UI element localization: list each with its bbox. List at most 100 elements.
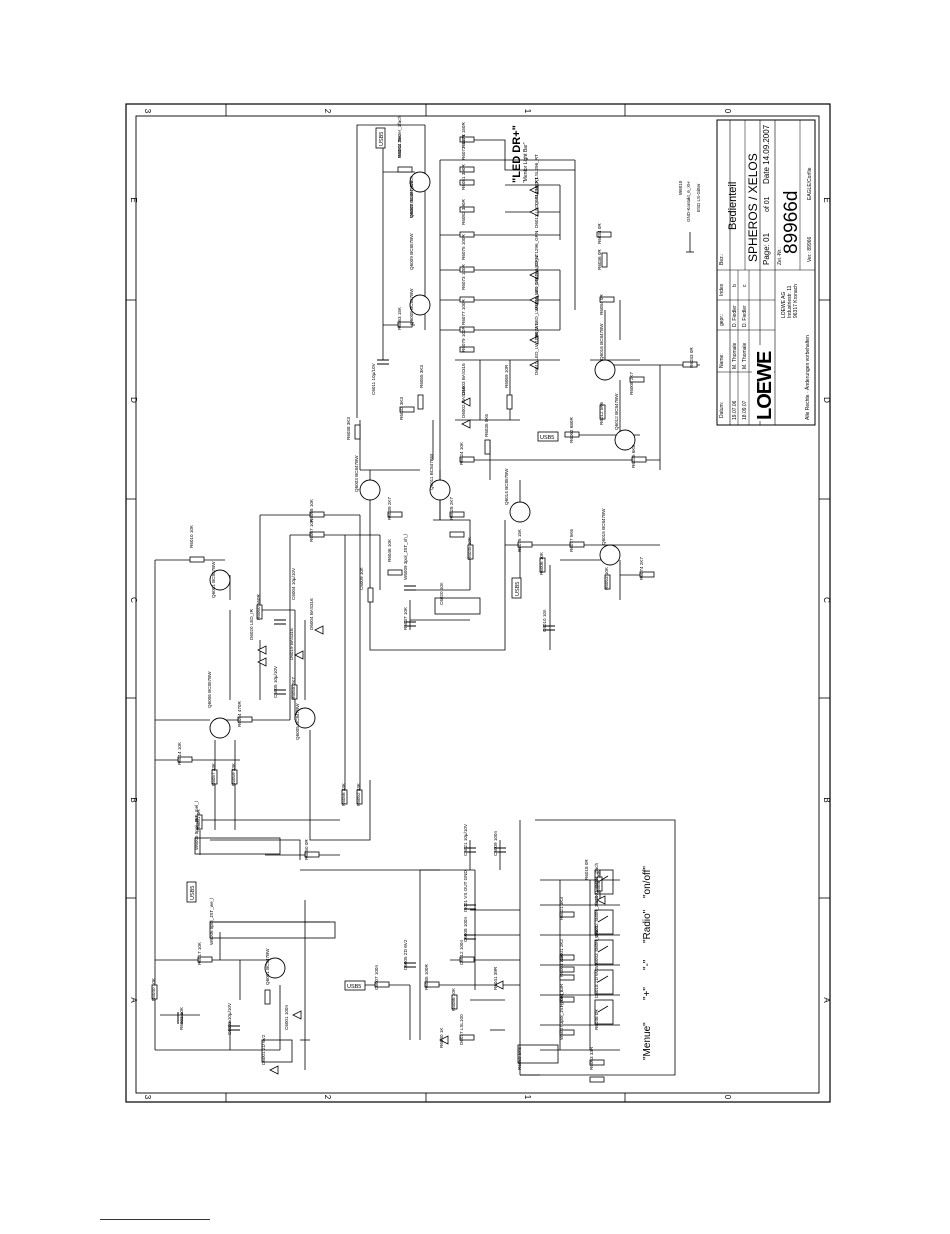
usb5-flag-3 <box>511 577 522 599</box>
frame-labels: 3 2 1 0 3 2 1 0 A B C D E A B C D E <box>129 109 831 1100</box>
component-label-q6007: Q6007 BC857BW <box>409 181 414 218</box>
component-label-r6021: R6021 3K3 <box>559 897 564 920</box>
component-label-q6001: Q6001 BC857BW <box>211 561 216 598</box>
component-label-r6028: R6028 2K7 <box>449 497 454 520</box>
component-label-c6001: C6001 100n <box>284 1005 289 1030</box>
push-buttons <box>594 869 614 1025</box>
col-label-top-0: 0 <box>723 109 732 114</box>
key-label-radio: "Radio" <box>642 909 653 943</box>
component-label-r6047: R6047 10K <box>596 869 601 893</box>
component-label-d6002: D6002 BAS316 <box>461 386 466 418</box>
component-label-r6035: R6035 8K6 <box>484 414 489 437</box>
component-label-r6056: R6056 33K <box>341 782 346 806</box>
component-label-r6039: R6039 2K7 <box>387 497 392 520</box>
usb5-flag-2-label: USB5 <box>540 435 554 441</box>
component-label-r6030: R6030 1K <box>439 1027 444 1048</box>
page-label: Page: 01 <box>762 232 771 265</box>
bez-label: Bez.: <box>719 254 725 265</box>
component-label-q6006: Q6006 BC857BW <box>207 671 212 708</box>
version-label: Ver.: 89966 <box>807 236 813 262</box>
component-label-r6048: R6048 0R <box>594 1009 599 1030</box>
component-label-r6054: R6054 470R <box>237 701 242 727</box>
software-label: EAGLE/Corflie <box>807 167 813 200</box>
component-label-r6050: R6050 0R <box>304 839 309 860</box>
diodes <box>257 185 606 1075</box>
component-label-r6077: R6077 5K6 <box>569 529 574 552</box>
component-label-c6005: C6005 10µ/10V <box>273 665 278 698</box>
key-label-plus: "+" <box>642 987 653 1000</box>
component-label-r6077: R6077 100R <box>461 299 466 325</box>
component-label-r6012: R6012 5K6 <box>599 402 604 425</box>
row-label-right-C: C <box>822 597 831 603</box>
component-label-r6037: R6037 10K <box>403 606 408 630</box>
of-label: of 01 <box>764 196 771 212</box>
row-label-right-E: E <box>822 197 831 202</box>
component-label-r6081: R6081 390R <box>461 164 466 190</box>
index-b: b <box>732 284 738 287</box>
component-label-r6071: R6071 150R <box>461 122 466 148</box>
loewe-logo: LOEWE <box>754 351 776 420</box>
component-label-w6003: W6003 Taster_1fach <box>594 926 599 968</box>
col-label-bottom-3: 3 <box>143 1095 152 1100</box>
component-label-q6012: Q6012 BC847BW <box>614 393 619 430</box>
col-label-top-3: 3 <box>143 109 152 114</box>
date-2: 18.09.07 <box>742 400 748 420</box>
component-label-d6017: D6017 LSL100 <box>459 1014 464 1045</box>
title-block: Bez.: Bedienteil SPHEROS / XELOS Page: 0… <box>716 119 816 426</box>
component-label-c6008: C6008 100n <box>463 917 468 942</box>
component-label-r6003: R6003 33K <box>559 953 564 977</box>
component-label-r6085: R6085 100R <box>424 964 429 990</box>
rights-note: Alle Rechte · Änderungen vorbehalten <box>804 335 811 420</box>
key-label-menue: "Menue" <box>642 1022 653 1060</box>
product-name: SPHEROS / XELOS <box>746 153 760 262</box>
component-label-r6057: R6057 33K <box>211 762 216 786</box>
title-block-border <box>716 119 816 426</box>
component-label-r6073: R6073 100R <box>461 264 466 290</box>
component-label-r6024: R6024 10K <box>459 441 464 465</box>
component-label-r6058: R6058 2K7 <box>291 677 296 700</box>
drawing-number: 89966d <box>781 191 802 254</box>
index-c: c <box>742 284 748 287</box>
component-label-r6001: R6001 2K2 <box>559 939 564 962</box>
component-label-r6006: R6006 10K <box>539 551 544 575</box>
key-label-minus: "-" <box>642 959 653 970</box>
usb5-flag-4 <box>186 881 197 903</box>
component-label-r6086: R6086 10K <box>451 987 456 1011</box>
gepr-label: gepr.: <box>719 313 725 326</box>
index-label: Index <box>719 283 725 296</box>
component-label-c6003: C6003 10µ/10V <box>227 1002 232 1035</box>
col-label-top-1: 1 <box>523 109 532 114</box>
date-label: Date 14.09.2007 <box>762 124 771 184</box>
component-label-d6011: D6011 LED_LW1296_WS <box>534 322 539 375</box>
usb5-flag-4-label: USB5 <box>190 886 196 900</box>
component-label-r6055: R6055 3K3 <box>419 365 424 388</box>
component-label-w6007: W6007 3pol_JST_mel_l <box>559 991 564 1040</box>
component-label-d6019: D6019 BAS316 <box>289 628 294 660</box>
component-label-q6014: Q6014 BC857BW <box>504 468 509 505</box>
name-label: Name: <box>719 353 725 368</box>
component-label-d6014: D6014 LED_LSL296_RT <box>534 154 539 205</box>
key-label-onoff: "on/off" <box>642 866 653 898</box>
component-label-c6011: C6011 10µ/10V <box>371 362 376 395</box>
inner-frame <box>135 115 820 1094</box>
esd-label-1: GND-Kontakt_6_XH <box>686 181 691 222</box>
component-label-r6053: R6053 10K <box>604 566 609 590</box>
transistors <box>209 171 636 979</box>
component-label-d6018: D6018 ZD 6V2 <box>594 967 599 998</box>
component-label-q6005: Q6005 BC847BW <box>295 703 300 740</box>
schematic-subtitle: "Mentor Light Bar" <box>523 142 529 183</box>
component-label-is001: IS001 VS OUT GND <box>463 870 468 912</box>
component-label-r6060: R6060 560R <box>256 594 261 620</box>
row-label-right-A: A <box>822 997 831 1003</box>
company-line-3: 96317 Kronach <box>793 284 799 318</box>
component-label-r6084: R6084 0R <box>599 294 604 315</box>
capacitors <box>177 359 555 1031</box>
component-label-w6008: W6008 Taster_1fach <box>409 176 414 218</box>
component-label-w6006: W6006 8pol_JST_we_l <box>209 898 214 945</box>
component-label-r6052: R6052 33K <box>356 782 361 806</box>
component-label-r6014: R6014 10K <box>177 741 182 765</box>
row-label-left-C: C <box>129 597 138 603</box>
component-label-r6045: R6045 10K <box>467 536 472 560</box>
component-label-d6012: D6012 LED_LW1296_WS <box>534 287 539 340</box>
